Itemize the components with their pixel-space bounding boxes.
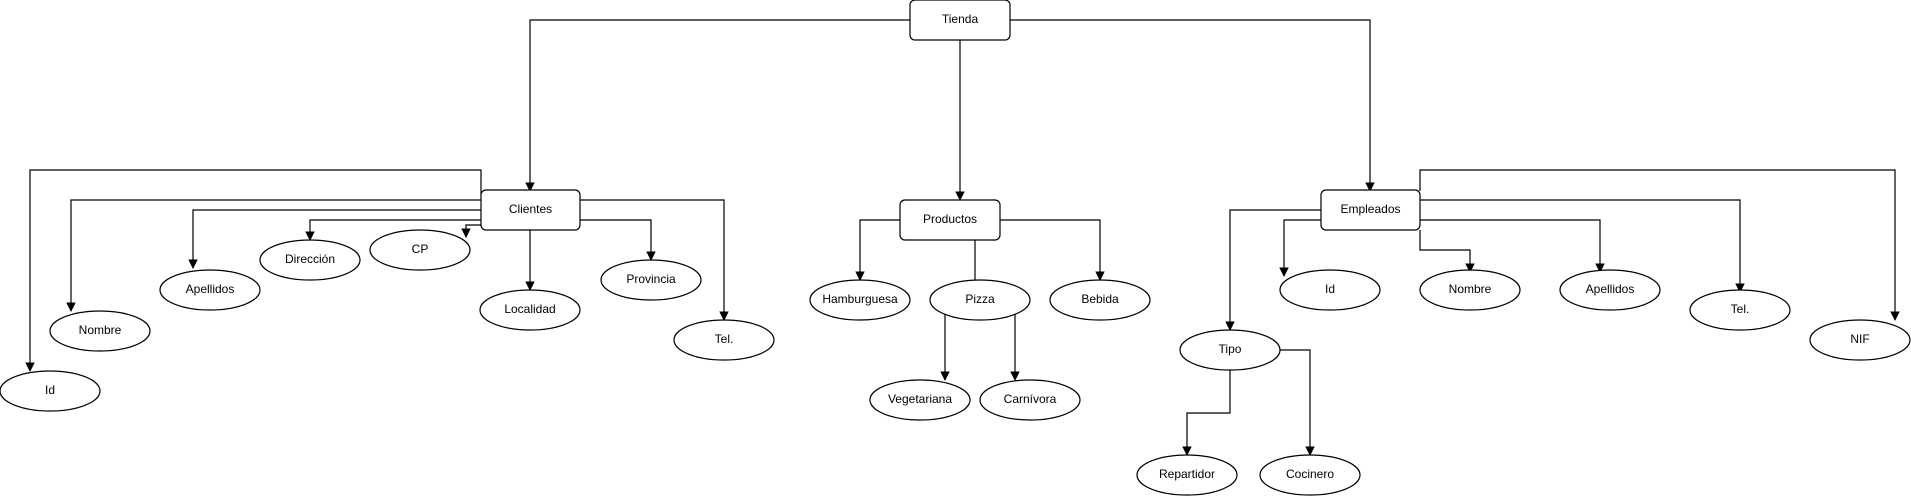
node-clientes: Clientes xyxy=(480,189,581,231)
node-carnivora: Carnívora xyxy=(979,379,1081,421)
edge-empleados-nif xyxy=(1419,169,1900,321)
node-hamburguesa: Hamburguesa xyxy=(809,279,911,321)
node-cli-direccion-label: Dirección xyxy=(285,252,335,266)
node-vegetariana: Vegetariana xyxy=(869,379,971,421)
edge-tienda-clientes xyxy=(525,19,910,192)
node-emp-nif: NIF xyxy=(1809,319,1911,361)
edge-clientes-nombre xyxy=(66,199,481,312)
node-hamburguesa-label: Hamburguesa xyxy=(822,292,898,306)
edge-empleados-tipo xyxy=(1225,209,1321,331)
node-tienda-label: Tienda xyxy=(942,12,979,26)
node-emp-nombre-label: Nombre xyxy=(1449,282,1492,296)
node-empleados-label: Empleados xyxy=(1340,202,1400,216)
node-cli-direccion: Dirección xyxy=(259,239,361,281)
edge-tipo-repartidor xyxy=(1182,370,1231,456)
node-cli-localidad: Localidad xyxy=(479,289,581,331)
edge-clientes-tel xyxy=(580,199,729,321)
edge-clientes-direccion xyxy=(305,219,481,241)
edge-empleados-tel xyxy=(1420,199,1745,293)
node-cli-id: Id xyxy=(0,370,101,412)
node-repartidor-label: Repartidor xyxy=(1159,467,1215,481)
node-bebida: Bebida xyxy=(1049,279,1151,321)
node-cli-cp-label: CP xyxy=(412,242,429,256)
edge-empleados-nombre xyxy=(1419,230,1475,273)
node-cli-tel: Tel. xyxy=(673,319,775,361)
node-emp-id: Id xyxy=(1279,269,1381,311)
node-cli-id-label: Id xyxy=(45,383,55,397)
node-bebida-label: Bebida xyxy=(1081,292,1119,306)
node-emp-nif-label: NIF xyxy=(1850,332,1869,346)
edges xyxy=(25,19,1900,456)
edge-tienda-empleados xyxy=(1010,19,1375,192)
edge-productos-bebida xyxy=(1000,219,1105,281)
node-cli-nombre: Nombre xyxy=(49,310,151,352)
node-cli-provincia-label: Provincia xyxy=(626,272,676,286)
node-cli-cp: CP xyxy=(369,229,471,271)
edge-clientes-provincia xyxy=(580,219,656,261)
node-vegetariana-label: Vegetariana xyxy=(888,392,952,406)
node-emp-tipo-label: Tipo xyxy=(1219,342,1242,356)
node-cocinero-label: Cocinero xyxy=(1286,467,1334,481)
edge-clientes-apellidos xyxy=(188,209,481,269)
node-emp-nombre: Nombre xyxy=(1419,269,1521,311)
node-cli-apellidos-label: Apellidos xyxy=(186,282,235,296)
edge-empleados-apellidos xyxy=(1420,219,1605,273)
node-emp-id-label: Id xyxy=(1325,282,1335,296)
node-pizza-label: Pizza xyxy=(965,292,995,306)
node-cli-localidad-label: Localidad xyxy=(504,302,555,316)
node-cli-nombre-label: Nombre xyxy=(79,323,122,337)
node-emp-tipo: Tipo xyxy=(1179,329,1281,371)
node-carnivora-label: Carnívora xyxy=(1004,392,1057,406)
node-emp-apellidos-label: Apellidos xyxy=(1586,282,1635,296)
node-clientes-label: Clientes xyxy=(509,202,552,216)
node-cli-apellidos: Apellidos xyxy=(159,269,261,311)
node-cocinero: Cocinero xyxy=(1259,454,1361,496)
node-emp-tel: Tel. xyxy=(1689,289,1791,331)
node-productos-label: Productos xyxy=(923,212,977,226)
node-cli-tel-label: Tel. xyxy=(715,332,734,346)
node-productos: Productos xyxy=(899,199,1001,241)
node-emp-tel-label: Tel. xyxy=(1731,302,1750,316)
edge-clientes-id xyxy=(25,169,482,372)
node-pizza: Pizza xyxy=(929,279,1031,321)
edge-tipo-cocinero xyxy=(1279,349,1315,456)
edge-productos-hamburguesa xyxy=(855,219,900,281)
node-tienda: Tienda xyxy=(909,0,1011,41)
edge-empleados-id xyxy=(1279,219,1321,277)
node-emp-apellidos: Apellidos xyxy=(1559,269,1661,311)
node-empleados: Empleados xyxy=(1320,189,1421,231)
node-repartidor: Repartidor xyxy=(1136,454,1238,496)
edge-clientes-cp xyxy=(461,224,481,238)
node-cli-provincia: Provincia xyxy=(600,259,702,301)
